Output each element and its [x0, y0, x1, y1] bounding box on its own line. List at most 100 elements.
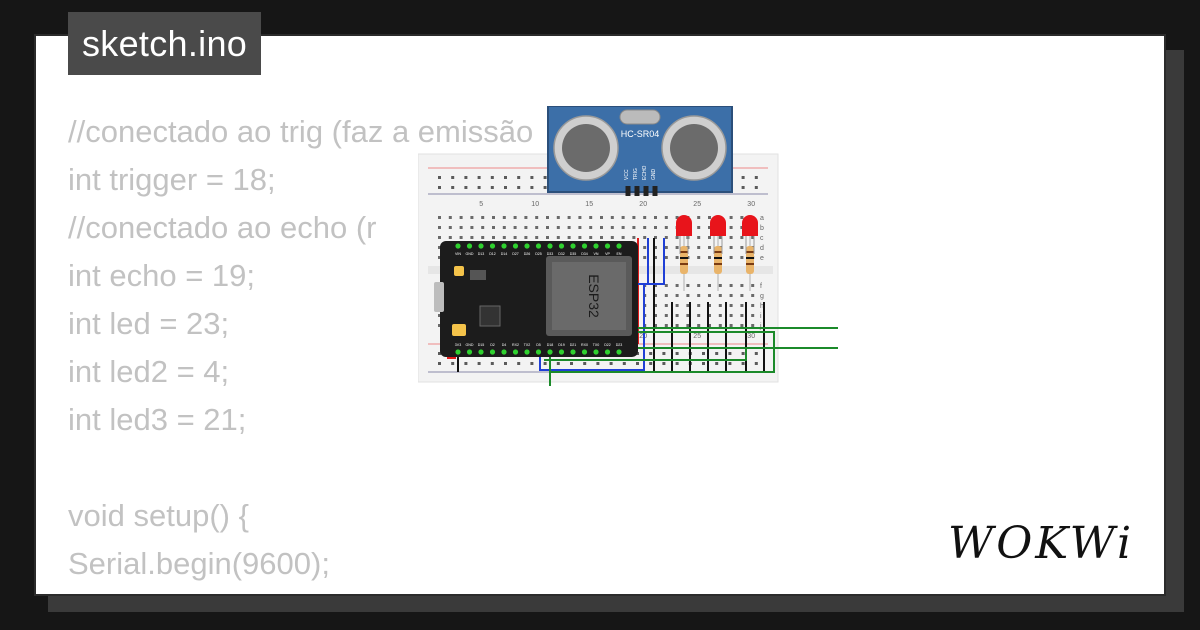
- sensor-pin: [625, 186, 631, 196]
- sensor-label: HC-SR04: [621, 129, 660, 139]
- resistors: [680, 234, 754, 291]
- breadboard-hole: [697, 284, 701, 287]
- esp32-pin-label: VIN: [455, 252, 461, 256]
- breadboard-hole: [675, 362, 679, 365]
- breadboard-hole: [715, 352, 719, 355]
- breadboard-hole: [740, 246, 744, 249]
- esp32-pin: [512, 243, 519, 249]
- sensor-pin-label: ECHO: [642, 165, 648, 180]
- breadboard-hole: [535, 236, 539, 239]
- breadboard-hole: [643, 236, 647, 239]
- esp32-pin-label: D23: [616, 343, 623, 347]
- breadboard-hole: [438, 236, 441, 239]
- breadboard-hole: [609, 362, 613, 365]
- sensor-pin-label: GND: [651, 169, 657, 181]
- breadboard-hole: [543, 186, 547, 189]
- breadboard-hole: [596, 362, 600, 365]
- sensor-pin: [634, 186, 640, 196]
- breadboard-hole: [610, 226, 614, 229]
- breadboard-hole: [470, 216, 474, 219]
- breadboard-hole: [438, 216, 441, 219]
- breadboard-hole: [621, 236, 625, 239]
- breadboard-hole: [664, 324, 668, 327]
- breadboard-hole: [556, 362, 560, 365]
- breadboard-hole: [530, 176, 534, 179]
- code-line: int trigger = 18;: [68, 162, 276, 197]
- breadboard-hole: [649, 362, 653, 365]
- breadboard-hole: [543, 176, 547, 179]
- breadboard-hole: [675, 314, 679, 317]
- esp32-pins: VIN3V3GNDGNDD13D15D12D2D14D4D27RX2D26TX2…: [455, 243, 623, 355]
- breadboard-hole: [502, 226, 506, 229]
- breadboard-hole: [751, 294, 755, 297]
- breadboard-hole: [438, 226, 441, 229]
- breadboard-hole: [754, 176, 758, 179]
- sensor-pin: [652, 186, 658, 196]
- breadboard-hole: [636, 352, 639, 355]
- breadboard-row-label: d: [760, 245, 764, 252]
- breadboard-hole: [741, 176, 745, 179]
- breadboard-row-label: a: [760, 215, 764, 222]
- breadboard-hole: [664, 284, 668, 287]
- sensor-pin-label: TRIG: [633, 168, 639, 180]
- breadboard-hole: [570, 362, 573, 365]
- breadboard-hole: [675, 324, 679, 327]
- breadboard-hole: [740, 226, 744, 229]
- breadboard-hole: [477, 186, 481, 189]
- breadboard-hole: [636, 362, 639, 365]
- breadboard-hole: [464, 362, 468, 365]
- breadboard-hole: [754, 362, 758, 365]
- breadboard-hole: [740, 216, 744, 219]
- breadboard-column-label: 20: [639, 201, 647, 208]
- esp32-pin-label: D13: [478, 252, 485, 256]
- breadboard-hole: [718, 304, 722, 307]
- esp32-pin-label: D18: [547, 343, 554, 347]
- breadboard-hole: [686, 284, 690, 287]
- breadboard-hole: [589, 236, 593, 239]
- breadboard-hole: [438, 314, 441, 317]
- breadboard-hole: [708, 294, 711, 297]
- breadboard-hole: [751, 324, 755, 327]
- breadboard-hole: [448, 226, 452, 229]
- code-line: void setup() {: [68, 498, 249, 533]
- breadboard-row-label: f: [760, 283, 762, 290]
- breadboard-hole: [459, 216, 463, 219]
- breadboard-hole: [504, 186, 507, 189]
- breadboard-row-label: h: [760, 303, 764, 310]
- breadboard-hole: [438, 362, 441, 365]
- breadboard-hole: [438, 352, 441, 355]
- esp32-pin: [501, 349, 507, 355]
- breadboard-hole: [664, 256, 668, 259]
- esp32-pin-label: D21: [570, 343, 577, 347]
- esp32-pin: [524, 349, 530, 355]
- breadboard-hole: [622, 362, 626, 365]
- breadboard-hole: [583, 362, 587, 365]
- breadboard-hole: [740, 256, 744, 259]
- esp32-pin-label: GND: [466, 343, 474, 347]
- breadboard-hole: [643, 256, 647, 259]
- breadboard-hole: [654, 324, 657, 327]
- breadboard-hole: [708, 236, 711, 239]
- esp32-pin: [570, 243, 576, 249]
- breadboard-hole: [492, 216, 495, 219]
- esp32-pin: [489, 243, 496, 249]
- breadboard-hole: [751, 284, 755, 287]
- breadboard-row-label: j: [759, 323, 762, 330]
- breadboard-hole: [729, 226, 733, 229]
- esp32-pin-label: EN: [617, 252, 622, 256]
- breadboard-hole: [654, 304, 657, 307]
- breadboard-hole: [567, 236, 571, 239]
- breadboard-hole: [729, 294, 733, 297]
- esp32-pin-label: D33: [547, 252, 554, 256]
- breadboard-hole: [675, 352, 679, 355]
- breadboard-hole: [708, 324, 711, 327]
- esp32-pin: [535, 243, 542, 249]
- breadboard-hole: [643, 216, 647, 219]
- breadboard-hole: [728, 362, 732, 365]
- breadboard-hole: [741, 186, 745, 189]
- esp32-pin-label: D26: [524, 252, 531, 256]
- esp32-pin-label: GND: [466, 252, 474, 256]
- code-line: // configurar o trigger como saída: [68, 588, 533, 594]
